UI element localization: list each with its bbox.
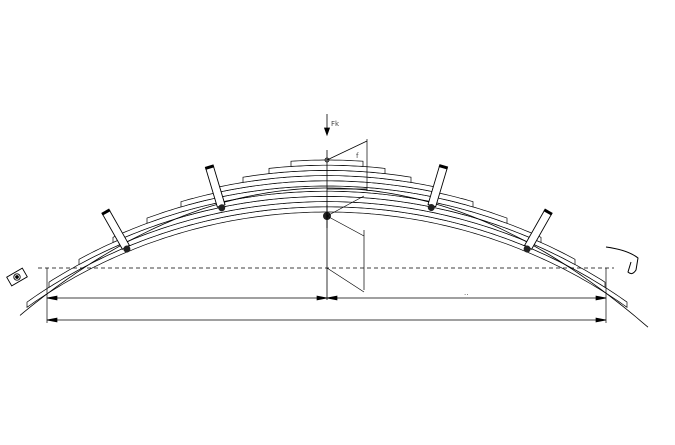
upper-height-label: f — [356, 152, 359, 160]
rebound-clip — [427, 164, 449, 212]
load-label: Fk — [331, 120, 340, 128]
lower-height-construction — [326, 195, 365, 293]
right-spring-hook — [605, 246, 639, 275]
rebound-clips — [101, 164, 553, 253]
rebound-clip — [204, 164, 226, 212]
overall-span-dimension — [46, 317, 607, 323]
dimension-extension-lines — [46, 268, 607, 323]
rebound-clip — [101, 208, 131, 253]
upper-height-construction — [326, 139, 368, 191]
rebound-clip — [523, 208, 553, 253]
spring-leaf-stack — [19, 159, 649, 328]
load-arrow — [323, 114, 331, 137]
right-half-dimension-label: .. — [464, 289, 468, 297]
left-spring-eye — [6, 267, 28, 287]
half-span-dimension — [46, 295, 607, 301]
